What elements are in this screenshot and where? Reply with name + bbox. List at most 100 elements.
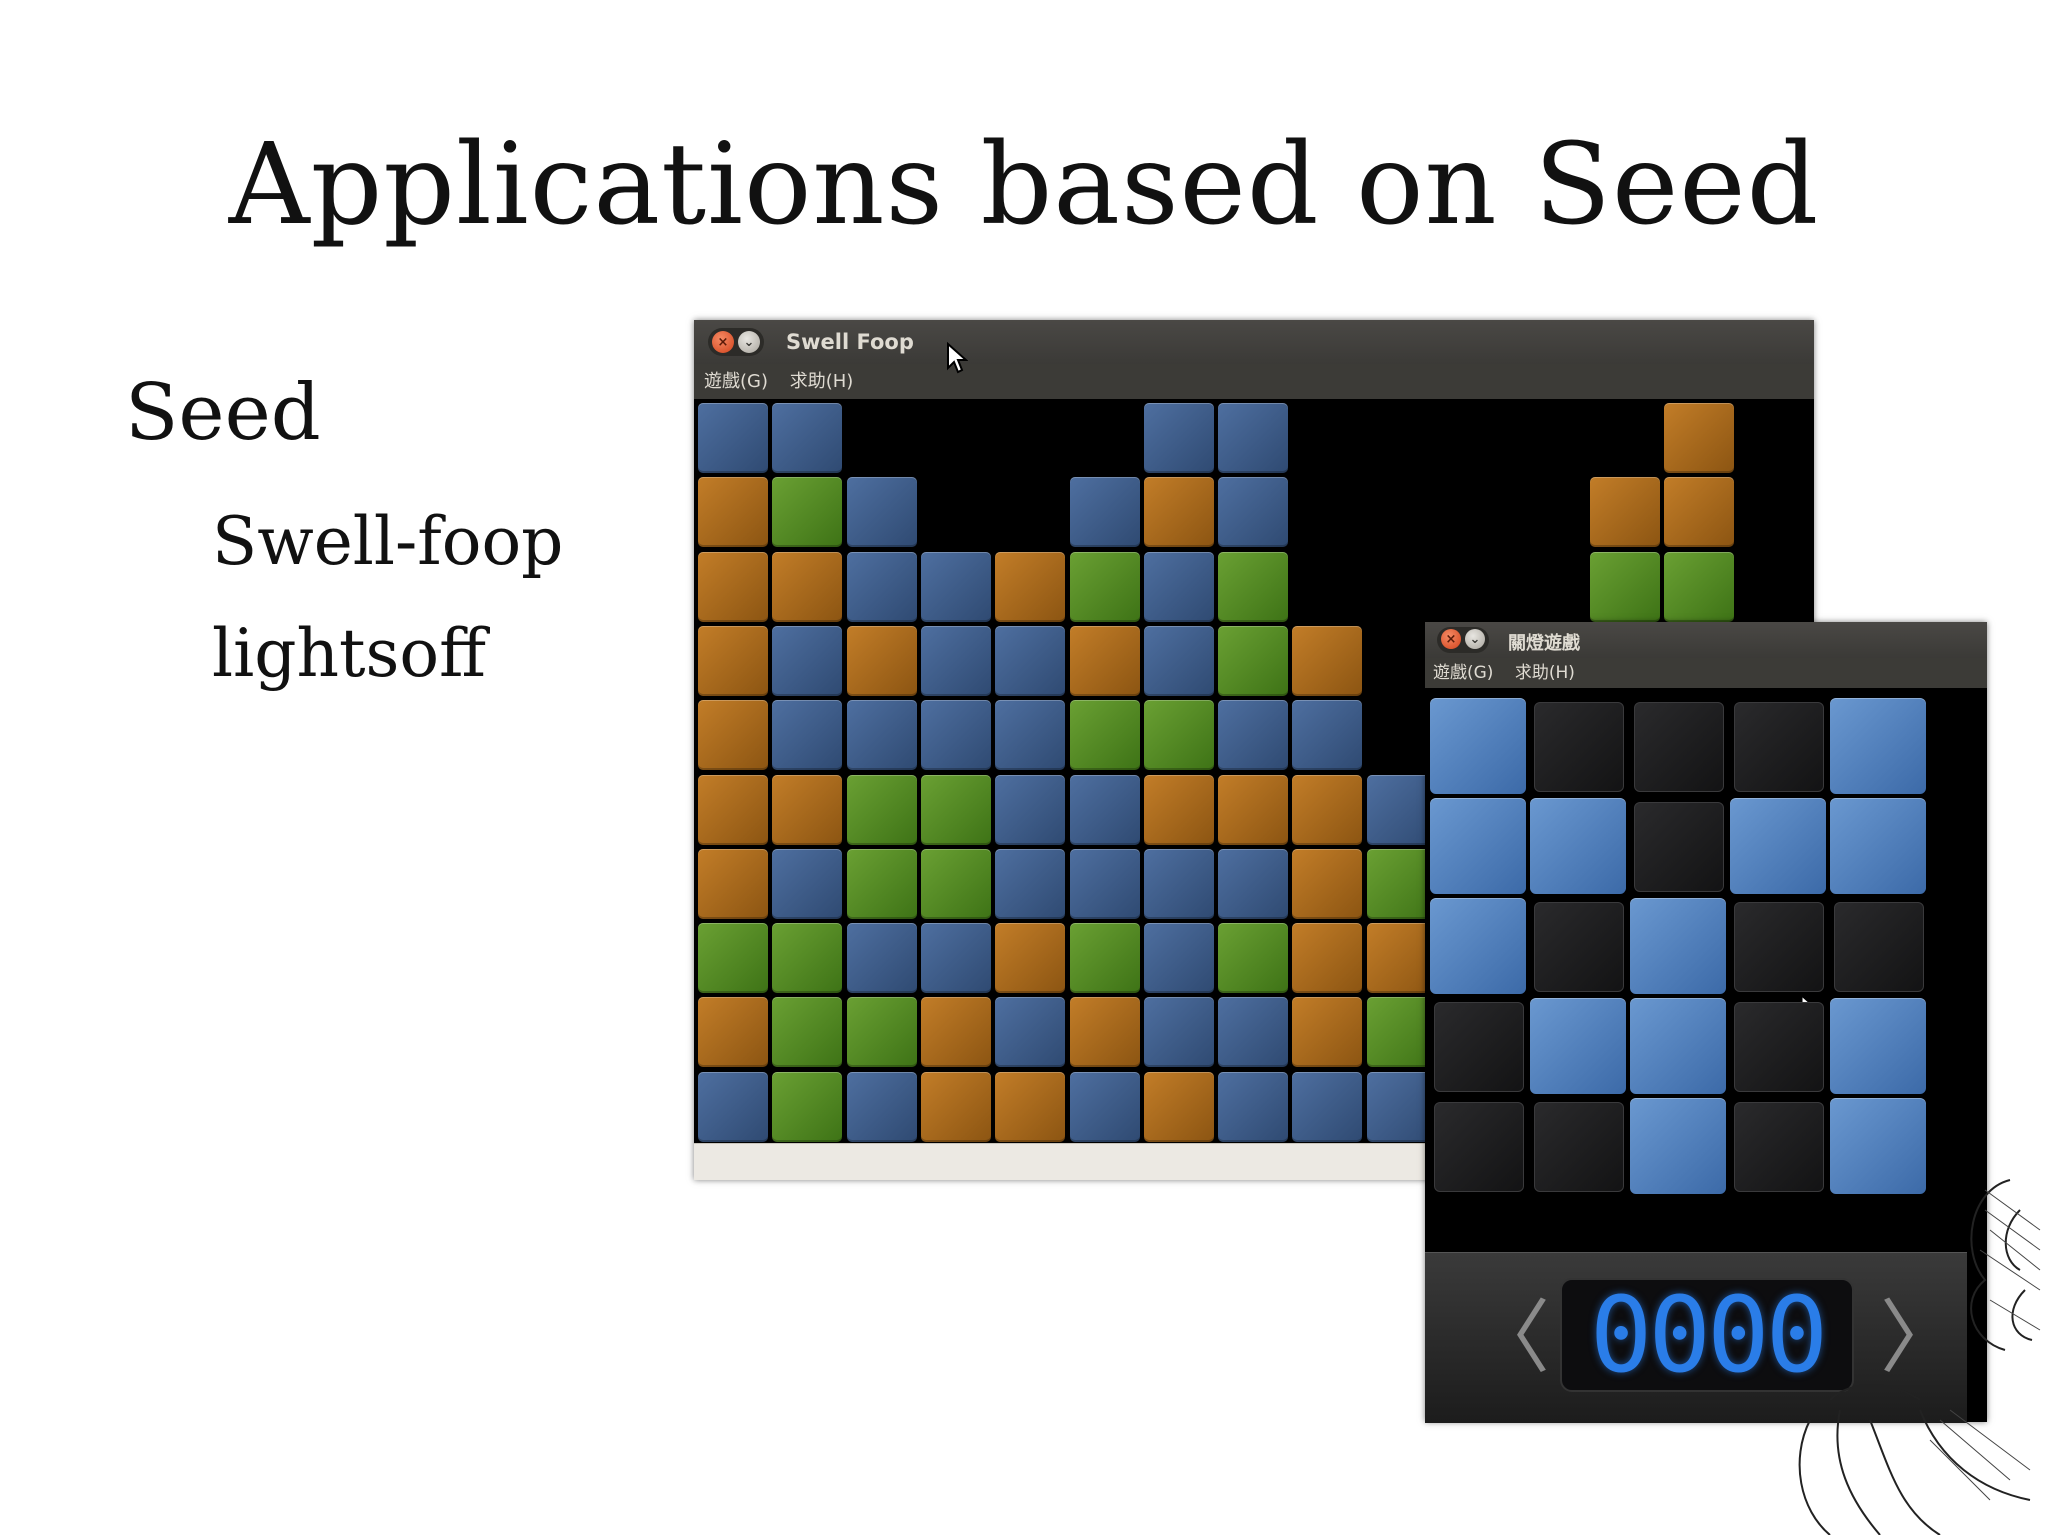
tile[interactable] (1589, 551, 1660, 622)
tile[interactable] (698, 551, 768, 622)
tile[interactable] (1292, 1071, 1363, 1142)
tile[interactable] (772, 997, 843, 1068)
tile[interactable] (772, 551, 843, 622)
light-off[interactable] (1434, 1002, 1524, 1092)
tile[interactable] (698, 700, 768, 771)
tile[interactable] (920, 848, 991, 919)
tile[interactable] (920, 700, 991, 771)
tile[interactable] (995, 774, 1066, 845)
tile[interactable] (1218, 848, 1289, 919)
tile[interactable] (772, 1071, 843, 1142)
light-on[interactable] (1830, 798, 1926, 894)
light-off[interactable] (1534, 902, 1624, 992)
light-on[interactable] (1530, 998, 1626, 1094)
tile[interactable] (1218, 477, 1289, 548)
tile[interactable] (846, 997, 917, 1068)
light-on[interactable] (1430, 698, 1526, 794)
light-on[interactable] (1630, 1098, 1726, 1194)
tile[interactable] (995, 625, 1066, 696)
tile[interactable] (1292, 923, 1363, 994)
tile[interactable] (772, 848, 843, 919)
light-off[interactable] (1534, 1102, 1624, 1192)
tile[interactable] (1069, 923, 1140, 994)
tile[interactable] (1218, 403, 1289, 473)
tile[interactable] (920, 1071, 991, 1142)
tile[interactable] (1143, 551, 1214, 622)
light-on[interactable] (1430, 898, 1526, 994)
tile[interactable] (1218, 774, 1289, 845)
light-off[interactable] (1734, 1102, 1824, 1192)
light-on[interactable] (1830, 698, 1926, 794)
tile[interactable] (1143, 997, 1214, 1068)
tile[interactable] (1143, 1071, 1214, 1142)
light-off[interactable] (1634, 702, 1724, 792)
tile[interactable] (846, 625, 917, 696)
light-on[interactable] (1430, 798, 1526, 894)
tile[interactable] (1663, 551, 1734, 622)
menu-help[interactable]: 求助(H) (1514, 663, 1575, 683)
minimize-icon[interactable]: ⌄ (1465, 629, 1485, 649)
tile[interactable] (1218, 551, 1289, 622)
tile[interactable] (995, 1071, 1066, 1142)
light-on[interactable] (1630, 998, 1726, 1094)
tile[interactable] (1292, 700, 1363, 771)
tile[interactable] (995, 997, 1066, 1068)
lights-off-titlebar[interactable]: × ⌄ 關燈遊戲 (1425, 622, 1987, 658)
tile[interactable] (772, 774, 843, 845)
tile[interactable] (1143, 625, 1214, 696)
tile[interactable] (1069, 1071, 1140, 1142)
tile[interactable] (698, 923, 768, 994)
tile[interactable] (846, 1071, 917, 1142)
tile[interactable] (846, 551, 917, 622)
tile[interactable] (698, 1071, 768, 1142)
tile[interactable] (1589, 477, 1660, 548)
tile[interactable] (698, 403, 768, 473)
tile[interactable] (698, 477, 768, 548)
tile[interactable] (995, 551, 1066, 622)
tile[interactable] (1143, 923, 1214, 994)
light-on[interactable] (1830, 1098, 1926, 1194)
tile[interactable] (846, 923, 917, 994)
tile[interactable] (1218, 1071, 1289, 1142)
tile[interactable] (1292, 774, 1363, 845)
tile[interactable] (920, 774, 991, 845)
close-icon[interactable]: × (1441, 629, 1461, 649)
tile[interactable] (1143, 477, 1214, 548)
light-on[interactable] (1530, 798, 1626, 894)
tile[interactable] (1143, 403, 1214, 473)
tile[interactable] (772, 923, 843, 994)
tile[interactable] (698, 848, 768, 919)
tile[interactable] (1143, 848, 1214, 919)
tile[interactable] (772, 625, 843, 696)
tile[interactable] (1218, 997, 1289, 1068)
tile[interactable] (1069, 848, 1140, 919)
tile[interactable] (920, 625, 991, 696)
tile[interactable] (995, 848, 1066, 919)
right-arrow-icon[interactable]: 〉 (1880, 1291, 1960, 1384)
light-off[interactable] (1734, 702, 1824, 792)
tile[interactable] (995, 923, 1066, 994)
tile[interactable] (698, 997, 768, 1068)
tile[interactable] (846, 848, 917, 919)
tile[interactable] (1069, 551, 1140, 622)
tile[interactable] (1292, 997, 1363, 1068)
tile[interactable] (1218, 625, 1289, 696)
tile[interactable] (1663, 477, 1734, 548)
tile[interactable] (920, 997, 991, 1068)
tile[interactable] (1218, 700, 1289, 771)
light-on[interactable] (1830, 998, 1926, 1094)
tile[interactable] (772, 700, 843, 771)
light-off[interactable] (1634, 802, 1724, 892)
left-arrow-icon[interactable]: 〈 (1470, 1291, 1550, 1384)
tile[interactable] (1069, 477, 1140, 548)
menu-game[interactable]: 遊戲(G) (1433, 663, 1494, 683)
tile[interactable] (1143, 700, 1214, 771)
tile[interactable] (1292, 625, 1363, 696)
minimize-icon[interactable]: ⌄ (738, 331, 760, 353)
tile[interactable] (1069, 625, 1140, 696)
tile[interactable] (772, 477, 843, 548)
tile[interactable] (846, 700, 917, 771)
swell-foop-titlebar[interactable]: × ⌄ Swell Foop (694, 320, 1814, 364)
tile[interactable] (1143, 774, 1214, 845)
tile[interactable] (1218, 923, 1289, 994)
